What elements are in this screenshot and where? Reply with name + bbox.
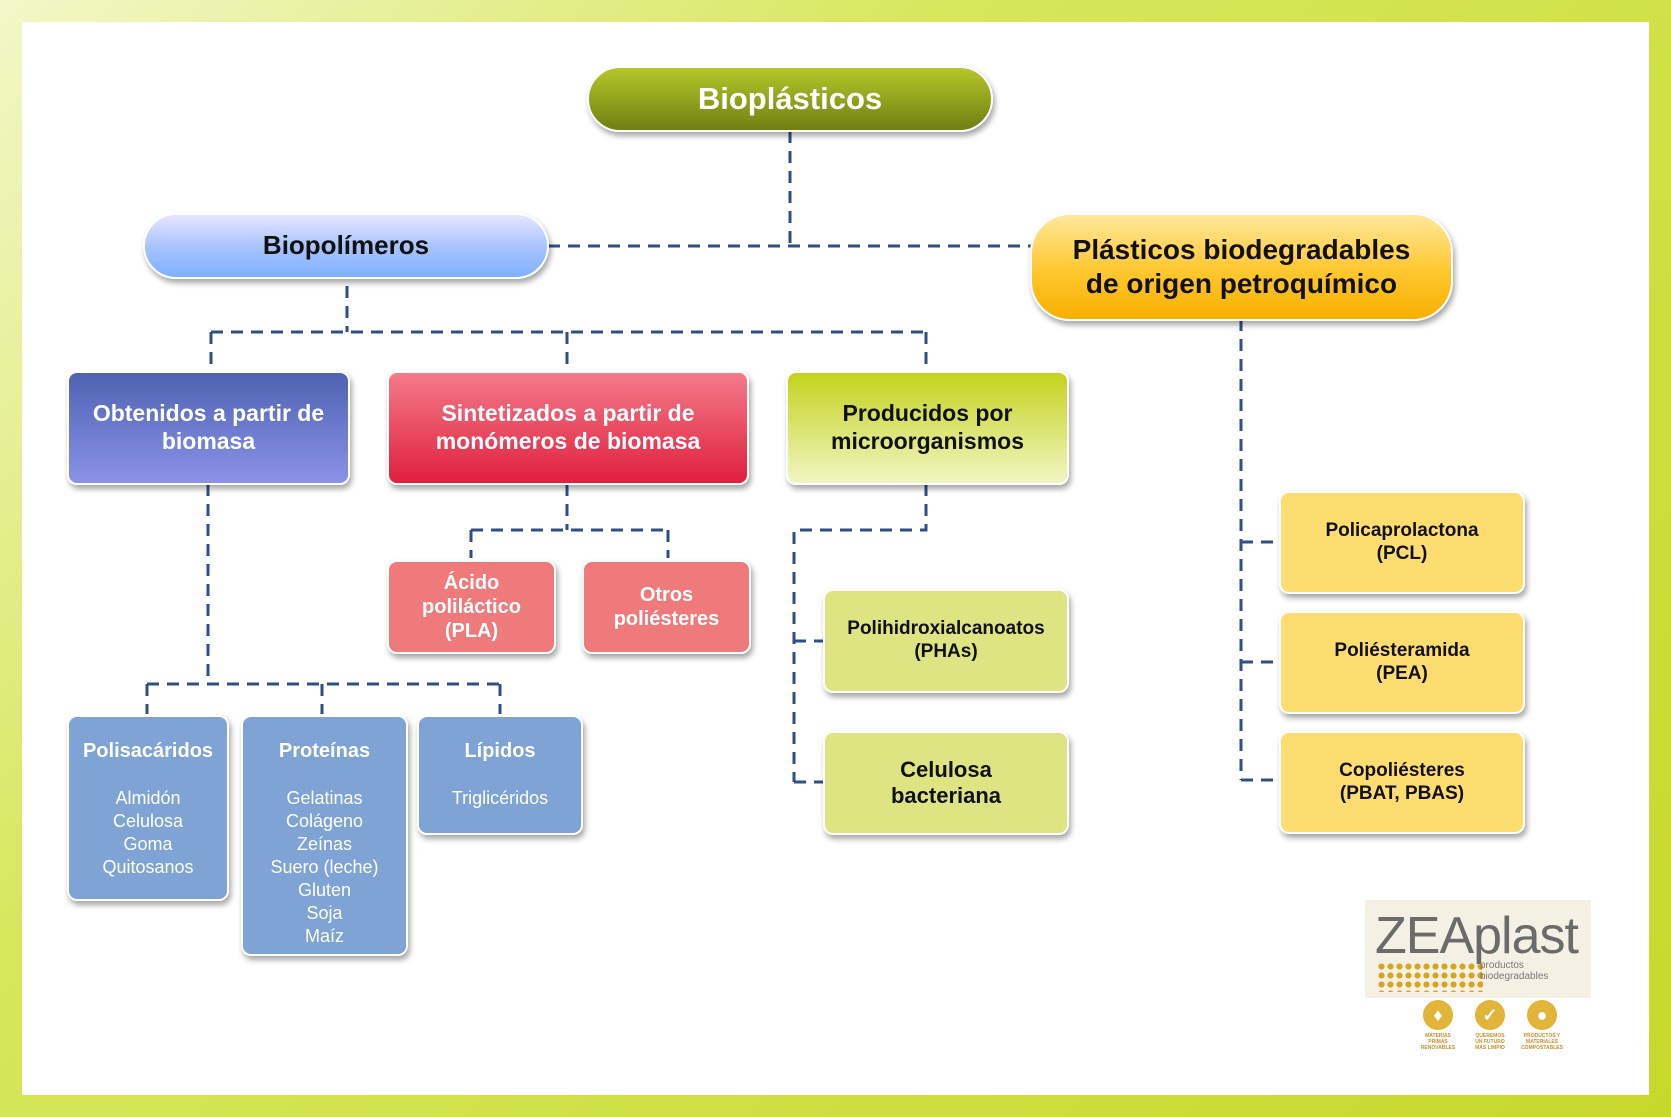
connector-biopolymers [209,286,928,372]
list-item: Almidón [115,788,181,808]
node-pcl: Policaprolactona (PCL) [1279,491,1525,594]
node-proteinas: Proteínas Gelatinas Colágeno Zeínas Suer… [241,715,408,956]
leaf-icon: ♦ [1423,1000,1453,1030]
connector-synth [469,484,670,558]
list-item: Maíz [304,926,344,946]
connector-root [548,131,1032,248]
node-celulosa-bacteriana: Celulosa bacteriana [823,731,1069,835]
badge-compostables: ● PRODUCTOS Y MATERIALES COMPOSTABLES [1517,1000,1567,1051]
list-item: Celulosa [112,811,184,831]
node-otros-poliesteres: Otros poliésteres [582,560,751,654]
badge-futuro: ✓ QUEREMOS UN FUTURO MÁS LIMPIO [1465,1000,1515,1051]
list-item: Quitosanos [102,857,194,877]
node-pla: Ácido poliláctico (PLA) [387,560,556,654]
globe-icon: ● [1527,1000,1557,1030]
list-item: Gluten [297,880,352,900]
logo-brand: ZEAplast [1375,907,1579,965]
node-lipidos: Lípidos Triglicéridos [417,715,583,835]
node-phas: Polihidroxialcanoatos (PHAs) [823,589,1069,693]
node-producidos-microorganismos: Producidos por microorganismos [786,371,1069,485]
logo-dots [1377,962,1483,992]
connector-micro [792,484,928,784]
polisacaridos-title: Polisacáridos [82,740,214,762]
node-plasticos-petroquimico: Plásticos biodegradables de origen petro… [1030,213,1453,321]
logo-tagline: productos biodegradables [1480,960,1549,982]
list-item: Triglicéridos [451,788,549,808]
badge-renovables: ♦ MATERIAS PRIMAS RENOVABLES [1413,1000,1463,1051]
node-bioplasticos: Bioplásticos [587,66,993,132]
node-sintetizados: Sintetizados a partir de monómeros de bi… [387,371,749,485]
list-item: Goma [123,834,173,854]
proteinas-title: Proteínas [278,740,371,762]
node-biopolimeros: Biopolímeros [143,213,549,279]
check-icon: ✓ [1475,1000,1505,1030]
list-item: Colágeno [285,811,364,831]
list-item: Suero (leche) [270,857,379,877]
list-item: Zeínas [296,834,353,854]
node-copoliesteres: Copoliésteres (PBAT, PBAS) [1279,731,1525,834]
connector-biomass [145,484,502,714]
zeaplast-logo: ZEAplast productos biodegradables ♦ MATE… [1365,900,1591,1053]
logo-badges: ♦ MATERIAS PRIMAS RENOVABLES ✓ QUEREMOS … [1413,1000,1568,1055]
node-obtenidos-biomasa: Obtenidos a partir de biomasa [67,371,350,485]
list-item: Soja [306,903,343,923]
list-item: Gelatinas [286,788,363,808]
lipidos-title: Lípidos [464,740,536,762]
node-pea: Poliésteramida (PEA) [1279,611,1525,714]
node-polisacaridos: Polisacáridos Almidón Celulosa Goma Quit… [67,715,229,901]
connector-petro [1239,319,1280,782]
